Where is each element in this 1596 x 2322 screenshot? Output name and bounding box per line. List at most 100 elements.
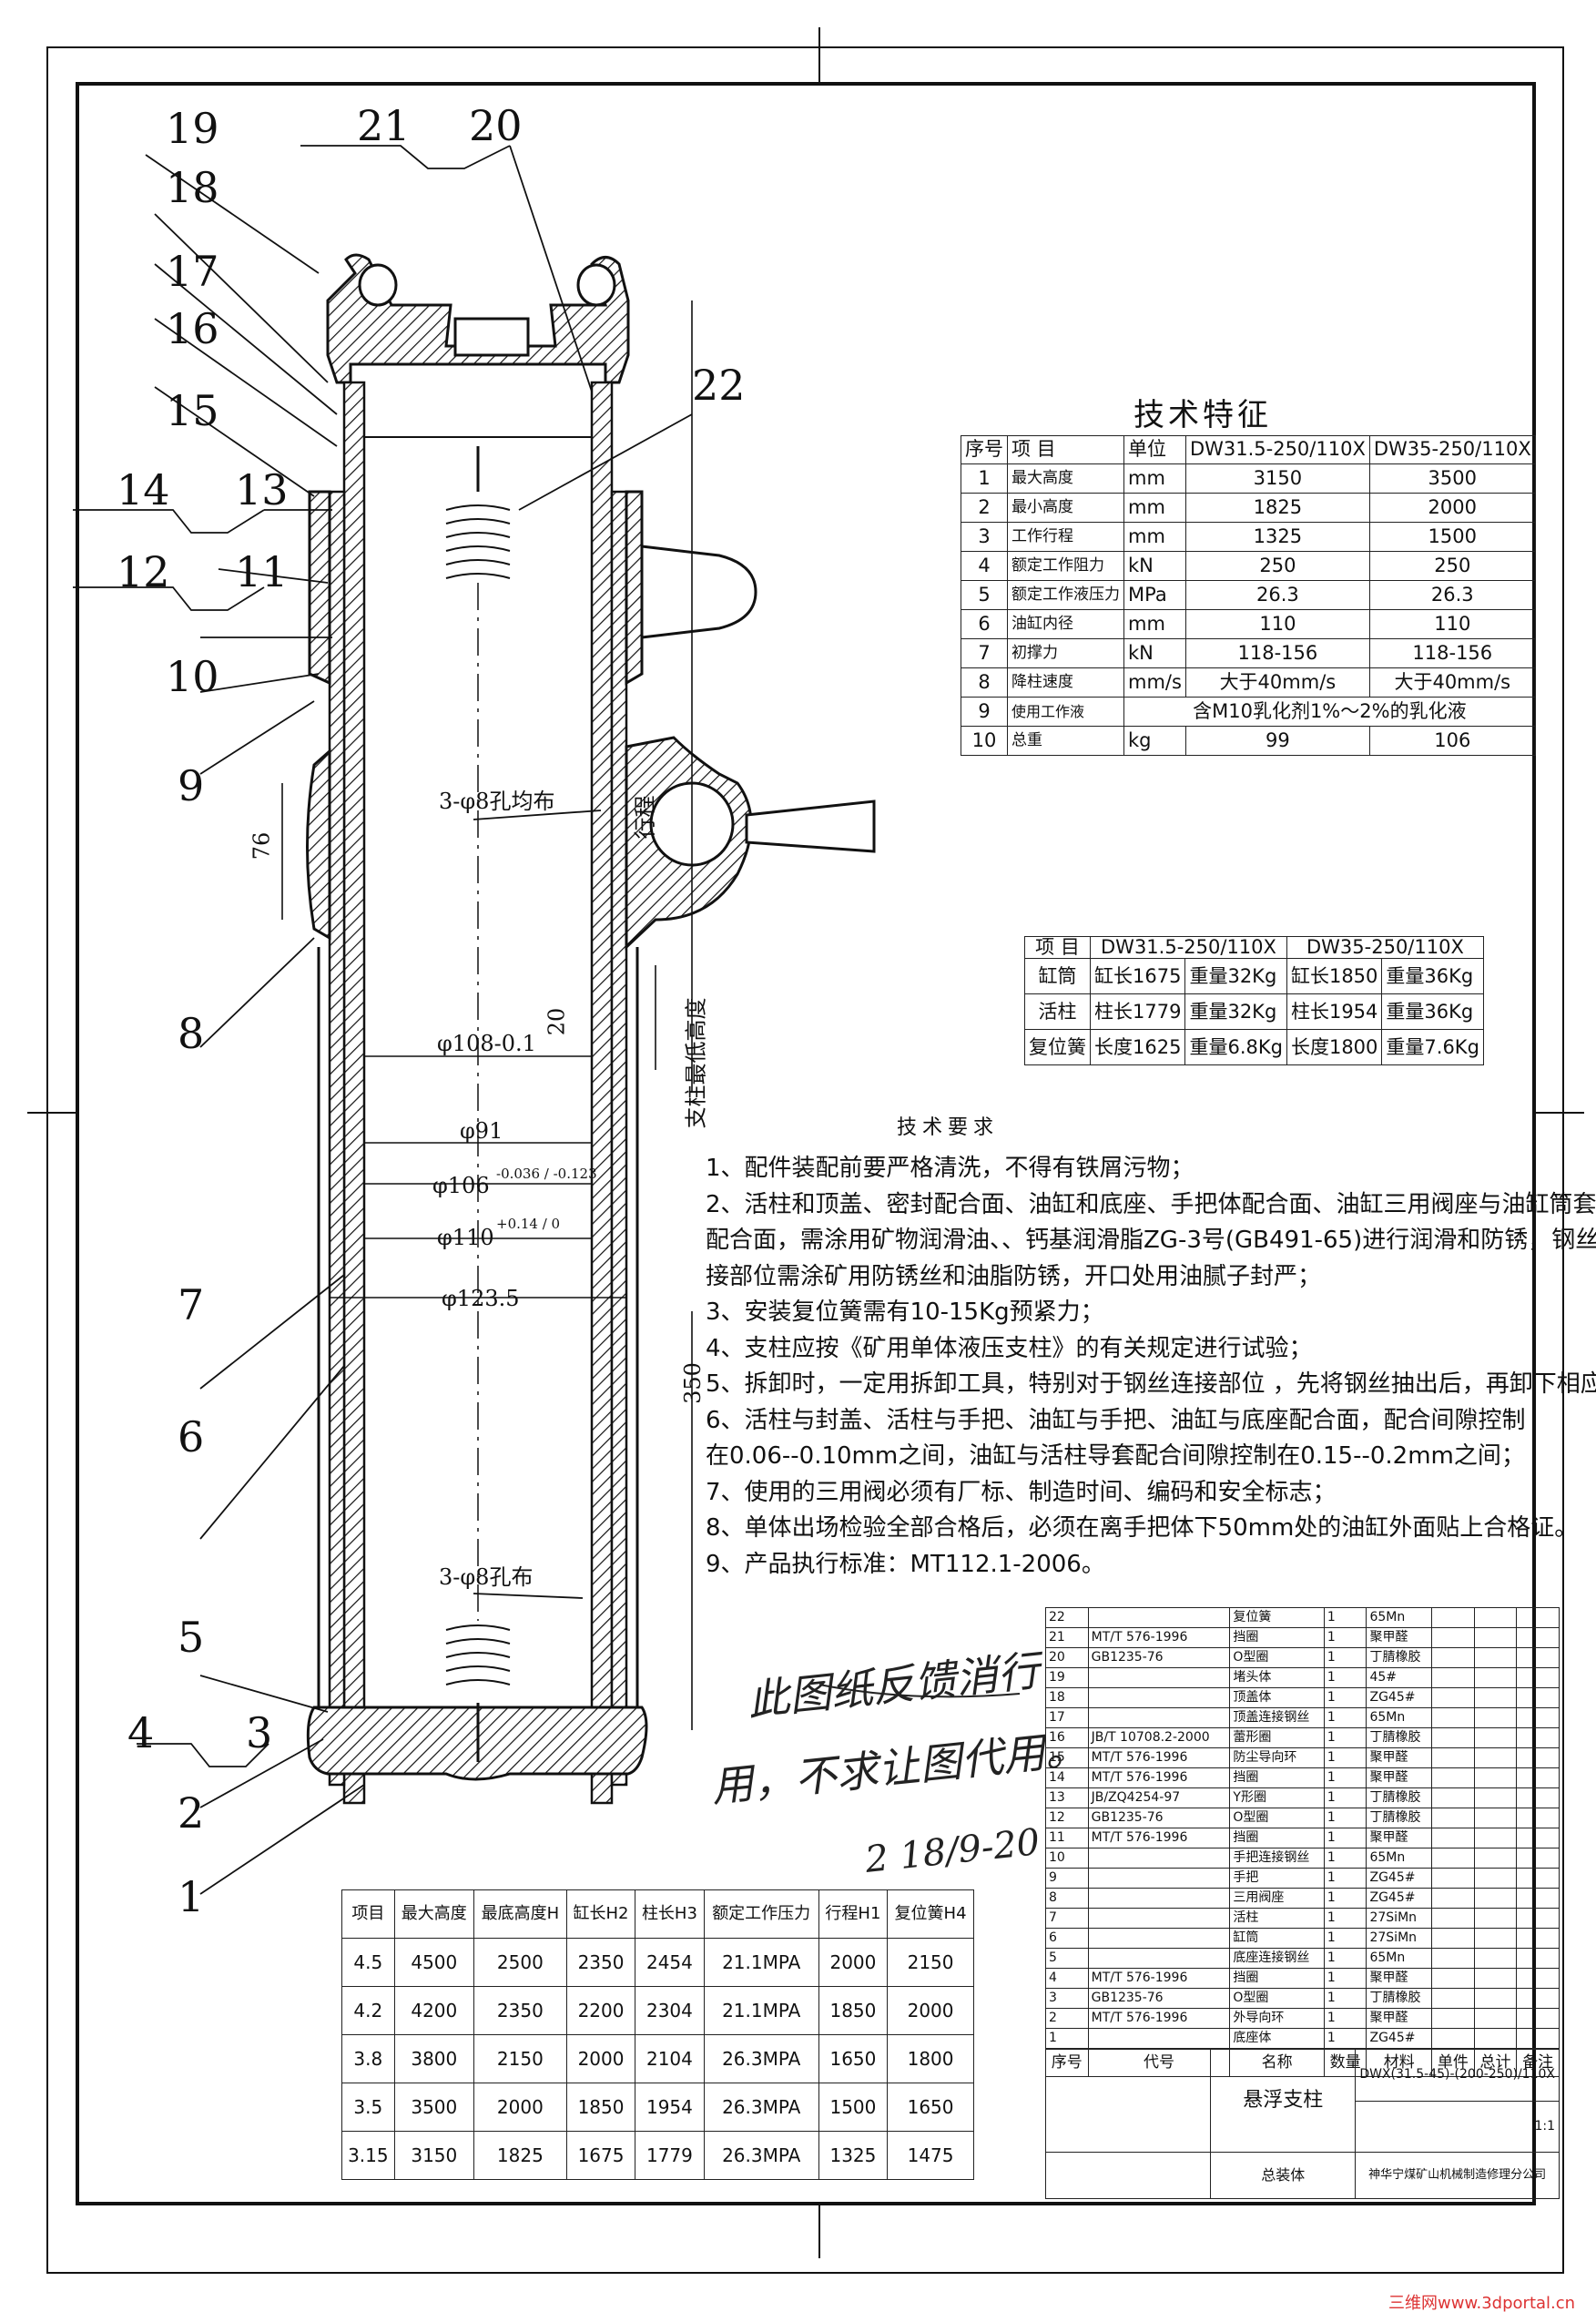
table-cell: 1650 xyxy=(818,2034,889,2083)
table-cell: mm xyxy=(1123,609,1186,639)
table-cell: 使用工作液 xyxy=(1007,697,1124,727)
table-cell xyxy=(1516,1848,1560,1869)
dim-holes-bottom: 3-φ8孔布 xyxy=(439,1564,534,1590)
table-cell: 挡圈 xyxy=(1229,1968,1325,1989)
table-cell xyxy=(1473,1607,1518,1628)
table-cell: 65Mn xyxy=(1366,1948,1433,1969)
table-cell xyxy=(1473,1948,1518,1969)
table-cell: 活柱 xyxy=(1229,1908,1325,1929)
table-cell xyxy=(1431,1747,1475,1768)
table-header: 项目 xyxy=(341,1889,395,1939)
table-cell: 缸长1850 xyxy=(1286,958,1383,995)
balloon-14: 14 xyxy=(117,465,170,514)
table-cell xyxy=(1516,1767,1560,1788)
spring-top xyxy=(445,504,511,579)
balloon-17: 17 xyxy=(166,247,219,296)
balloon-19: 19 xyxy=(166,104,219,153)
table-cell: 重量32Kg xyxy=(1184,958,1287,995)
assembly-label: 总装体 xyxy=(1210,2152,1357,2199)
table-cell xyxy=(1087,1607,1231,1628)
table-cell: 26.3 xyxy=(1184,580,1370,610)
balloon-6: 6 xyxy=(178,1412,205,1461)
cylinder-wall-right xyxy=(610,490,628,1787)
table-cell xyxy=(1516,1948,1560,1969)
requirement-line: 3、安装复位簧需有10-15Kg预紧力； xyxy=(706,1298,1104,1326)
table-cell: 10 xyxy=(961,726,1008,756)
table-cell xyxy=(1087,1868,1231,1889)
table-cell: 挡圈 xyxy=(1229,1828,1325,1848)
piston-wall-right xyxy=(590,381,614,1805)
table-header: 行程H1 xyxy=(818,1889,889,1939)
table-cell: mm xyxy=(1123,463,1186,494)
table-cell: 2350 xyxy=(473,1986,567,2035)
requirement-line: 7、使用的三用阀必须有厂标、制造时间、编码和安全标志； xyxy=(706,1478,1337,1506)
table-cell: 3800 xyxy=(393,2034,474,2083)
table-cell: 三用阀座 xyxy=(1229,1888,1325,1909)
table-cell: 19 xyxy=(1045,1667,1089,1688)
table-header: 最底高度H xyxy=(473,1889,567,1939)
table-cell xyxy=(1431,1988,1475,2009)
table-cell xyxy=(1473,1888,1518,1909)
table-cell xyxy=(1473,2008,1518,2029)
table-cell: MT/T 576-1996 xyxy=(1087,1627,1231,1648)
table-cell: 9 xyxy=(1045,1868,1089,1889)
tech-requirements-title: 技术要求 xyxy=(897,1116,1000,1139)
table-cell xyxy=(1087,1707,1231,1728)
table-cell: 65Mn xyxy=(1366,1848,1433,1869)
table-cell: O型圈 xyxy=(1229,1647,1325,1668)
table-cell xyxy=(1516,1808,1560,1828)
table-cell: 4.5 xyxy=(341,1938,395,1987)
table-cell: 65Mn xyxy=(1366,1607,1433,1628)
table-cell: 1 xyxy=(1323,1988,1367,2009)
table-cell xyxy=(1431,1727,1475,1748)
table-cell: 2 xyxy=(1045,2008,1089,2029)
table-cell: 2000 xyxy=(1368,493,1536,523)
table-cell: 5 xyxy=(1045,1948,1089,1969)
table-cell: 4 xyxy=(961,551,1008,581)
table-cell: 2 xyxy=(961,493,1008,523)
valve-seat xyxy=(306,748,331,941)
table-cell: 1 xyxy=(1323,1908,1367,1929)
table-header: 项 目 xyxy=(1024,935,1091,960)
table-cell xyxy=(1087,1667,1231,1688)
table-cell: 1 xyxy=(1323,1767,1367,1788)
requirement-line: 配合面，需涂用矿物润滑油、、钙基润滑脂ZG-3号(GB491-65)进行润滑和防… xyxy=(706,1227,1596,1254)
table-cell: 1 xyxy=(961,463,1008,494)
dim-20: 20 xyxy=(544,1007,570,1036)
table-cell: 重量32Kg xyxy=(1184,993,1287,1031)
table-cell xyxy=(1473,1968,1518,1989)
table-cell: 丁腈橡胶 xyxy=(1366,1727,1433,1748)
table-cell: 柱长1954 xyxy=(1286,993,1383,1031)
table-cell: 4200 xyxy=(393,1986,474,2035)
drawing-number: DWX(31.5-45)-(200-250)/110X xyxy=(1355,2049,1560,2102)
requirement-line: 6、活柱与封盖、活柱与手把、油缸与手把、油缸与底座配合面，配合间隙控制 xyxy=(706,1406,1526,1434)
table-cell: 1 xyxy=(1323,1868,1367,1889)
table-cell: 挡圈 xyxy=(1229,1767,1325,1788)
table-cell xyxy=(1431,1948,1475,1969)
table-cell: 聚甲醛 xyxy=(1366,1747,1433,1768)
balloon-16: 16 xyxy=(166,304,219,353)
table-header: 序号 xyxy=(961,435,1008,464)
balloon-13: 13 xyxy=(235,465,289,514)
requirement-line: 9、产品执行标准：MT112.1-2006。 xyxy=(706,1550,1105,1578)
table-cell: 6 xyxy=(1045,1928,1089,1949)
table-cell: 聚甲醛 xyxy=(1366,1828,1433,1848)
dim-d91: φ91 xyxy=(460,1118,503,1144)
table-cell: MT/T 576-1996 xyxy=(1087,1828,1231,1848)
table-cell: ZG45# xyxy=(1366,1687,1433,1708)
table-cell: 1825 xyxy=(1184,493,1370,523)
